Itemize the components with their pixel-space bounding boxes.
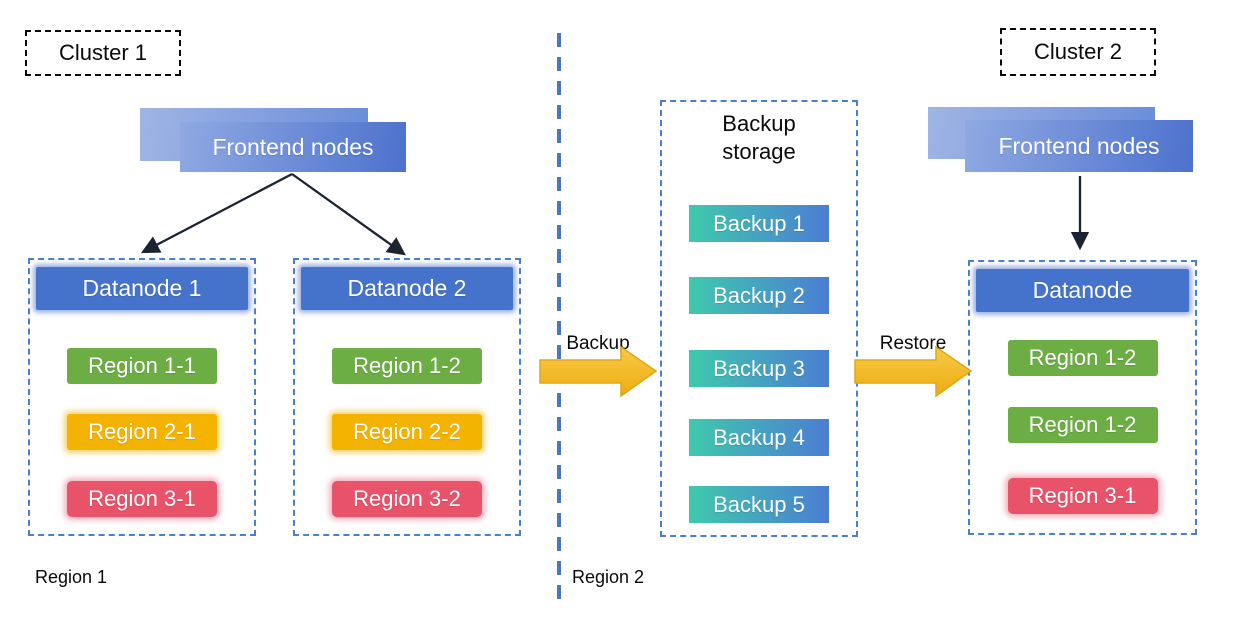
backup-storage-container: Backup storage Backup 1 Backup 2 Backup … xyxy=(660,100,858,537)
cluster2-label: Cluster 2 xyxy=(1033,39,1123,64)
region-box: Region 2-1 xyxy=(67,414,217,450)
cluster2-datanode-container: Datanode Region 1-2 Region 1-2 Region 3-… xyxy=(968,260,1197,535)
datanode1-container: Datanode 1 Region 1-1 Region 2-1 Region … xyxy=(28,258,256,536)
backup-item-label: Backup 3 xyxy=(713,355,805,381)
datanode1-header: Datanode 1 xyxy=(36,267,248,310)
region-label: Region 2-1 xyxy=(88,419,196,444)
backup-item-label: Backup 2 xyxy=(713,282,805,308)
cluster2-label-box: Cluster 2 xyxy=(1000,28,1156,76)
region-label: Region 1-2 xyxy=(353,353,461,378)
cluster1-frontend-box: Frontend nodes xyxy=(180,122,406,172)
region-label: Region 1-1 xyxy=(88,353,196,378)
region-box: Region 3-1 xyxy=(1007,478,1158,514)
region-box: Region 3-2 xyxy=(332,481,482,517)
region-box: Region 2-2 xyxy=(332,414,482,450)
region-box: Region 1-2 xyxy=(1007,407,1158,443)
datanode2-header: Datanode 2 xyxy=(301,267,513,310)
cluster2-frontend-label: Frontend nodes xyxy=(998,132,1160,159)
cluster1-label-box: Cluster 1 xyxy=(25,30,181,76)
region1-zone-label: Region 1 xyxy=(35,567,108,587)
frontend-to-datanode1-arrow xyxy=(140,172,293,254)
region-label: Region 2-2 xyxy=(353,419,461,444)
region-box: Region 3-1 xyxy=(67,481,217,517)
cluster2-datanode-title: Datanode xyxy=(1032,277,1133,303)
backup-item: Backup 4 xyxy=(689,419,829,456)
backup-item-label: Backup 4 xyxy=(713,424,805,450)
region-label: Region 1-2 xyxy=(1028,345,1137,370)
region2-zone-label: Region 2 xyxy=(572,567,645,587)
cluster1-frontend-label: Frontend nodes xyxy=(212,133,374,160)
cluster2-datanode-header: Datanode xyxy=(976,269,1189,312)
datanode2-title: Datanode 2 xyxy=(347,275,467,301)
backup-storage-title: Backup storage xyxy=(722,111,796,164)
backup-item: Backup 3 xyxy=(689,350,829,387)
frontend-to-datanode2-arrow xyxy=(291,173,406,256)
backup-item: Backup 2 xyxy=(689,277,829,314)
backup-item-label: Backup 5 xyxy=(713,491,805,517)
backup-item: Backup 1 xyxy=(689,205,829,242)
backup-item: Backup 5 xyxy=(689,486,829,523)
backup-item-label: Backup 1 xyxy=(713,210,805,236)
cluster2-frontend-box: Frontend nodes xyxy=(965,120,1193,172)
restore-flow-label: Restore xyxy=(879,333,947,354)
region-box: Region 1-2 xyxy=(1007,340,1158,376)
cluster1-label: Cluster 1 xyxy=(58,40,148,65)
region-label: Region 3-1 xyxy=(88,486,196,511)
region-label: Region 3-1 xyxy=(1028,483,1137,508)
datanode1-title: Datanode 1 xyxy=(82,275,202,301)
datanode2-container: Datanode 2 Region 1-2 Region 2-2 Region … xyxy=(293,258,521,536)
region-label: Region 3-2 xyxy=(353,486,461,511)
region-label: Region 1-2 xyxy=(1028,412,1137,437)
region-box: Region 1-2 xyxy=(332,348,482,384)
region-box: Region 1-1 xyxy=(67,348,217,384)
backup-flow-label: Backup xyxy=(566,333,630,354)
